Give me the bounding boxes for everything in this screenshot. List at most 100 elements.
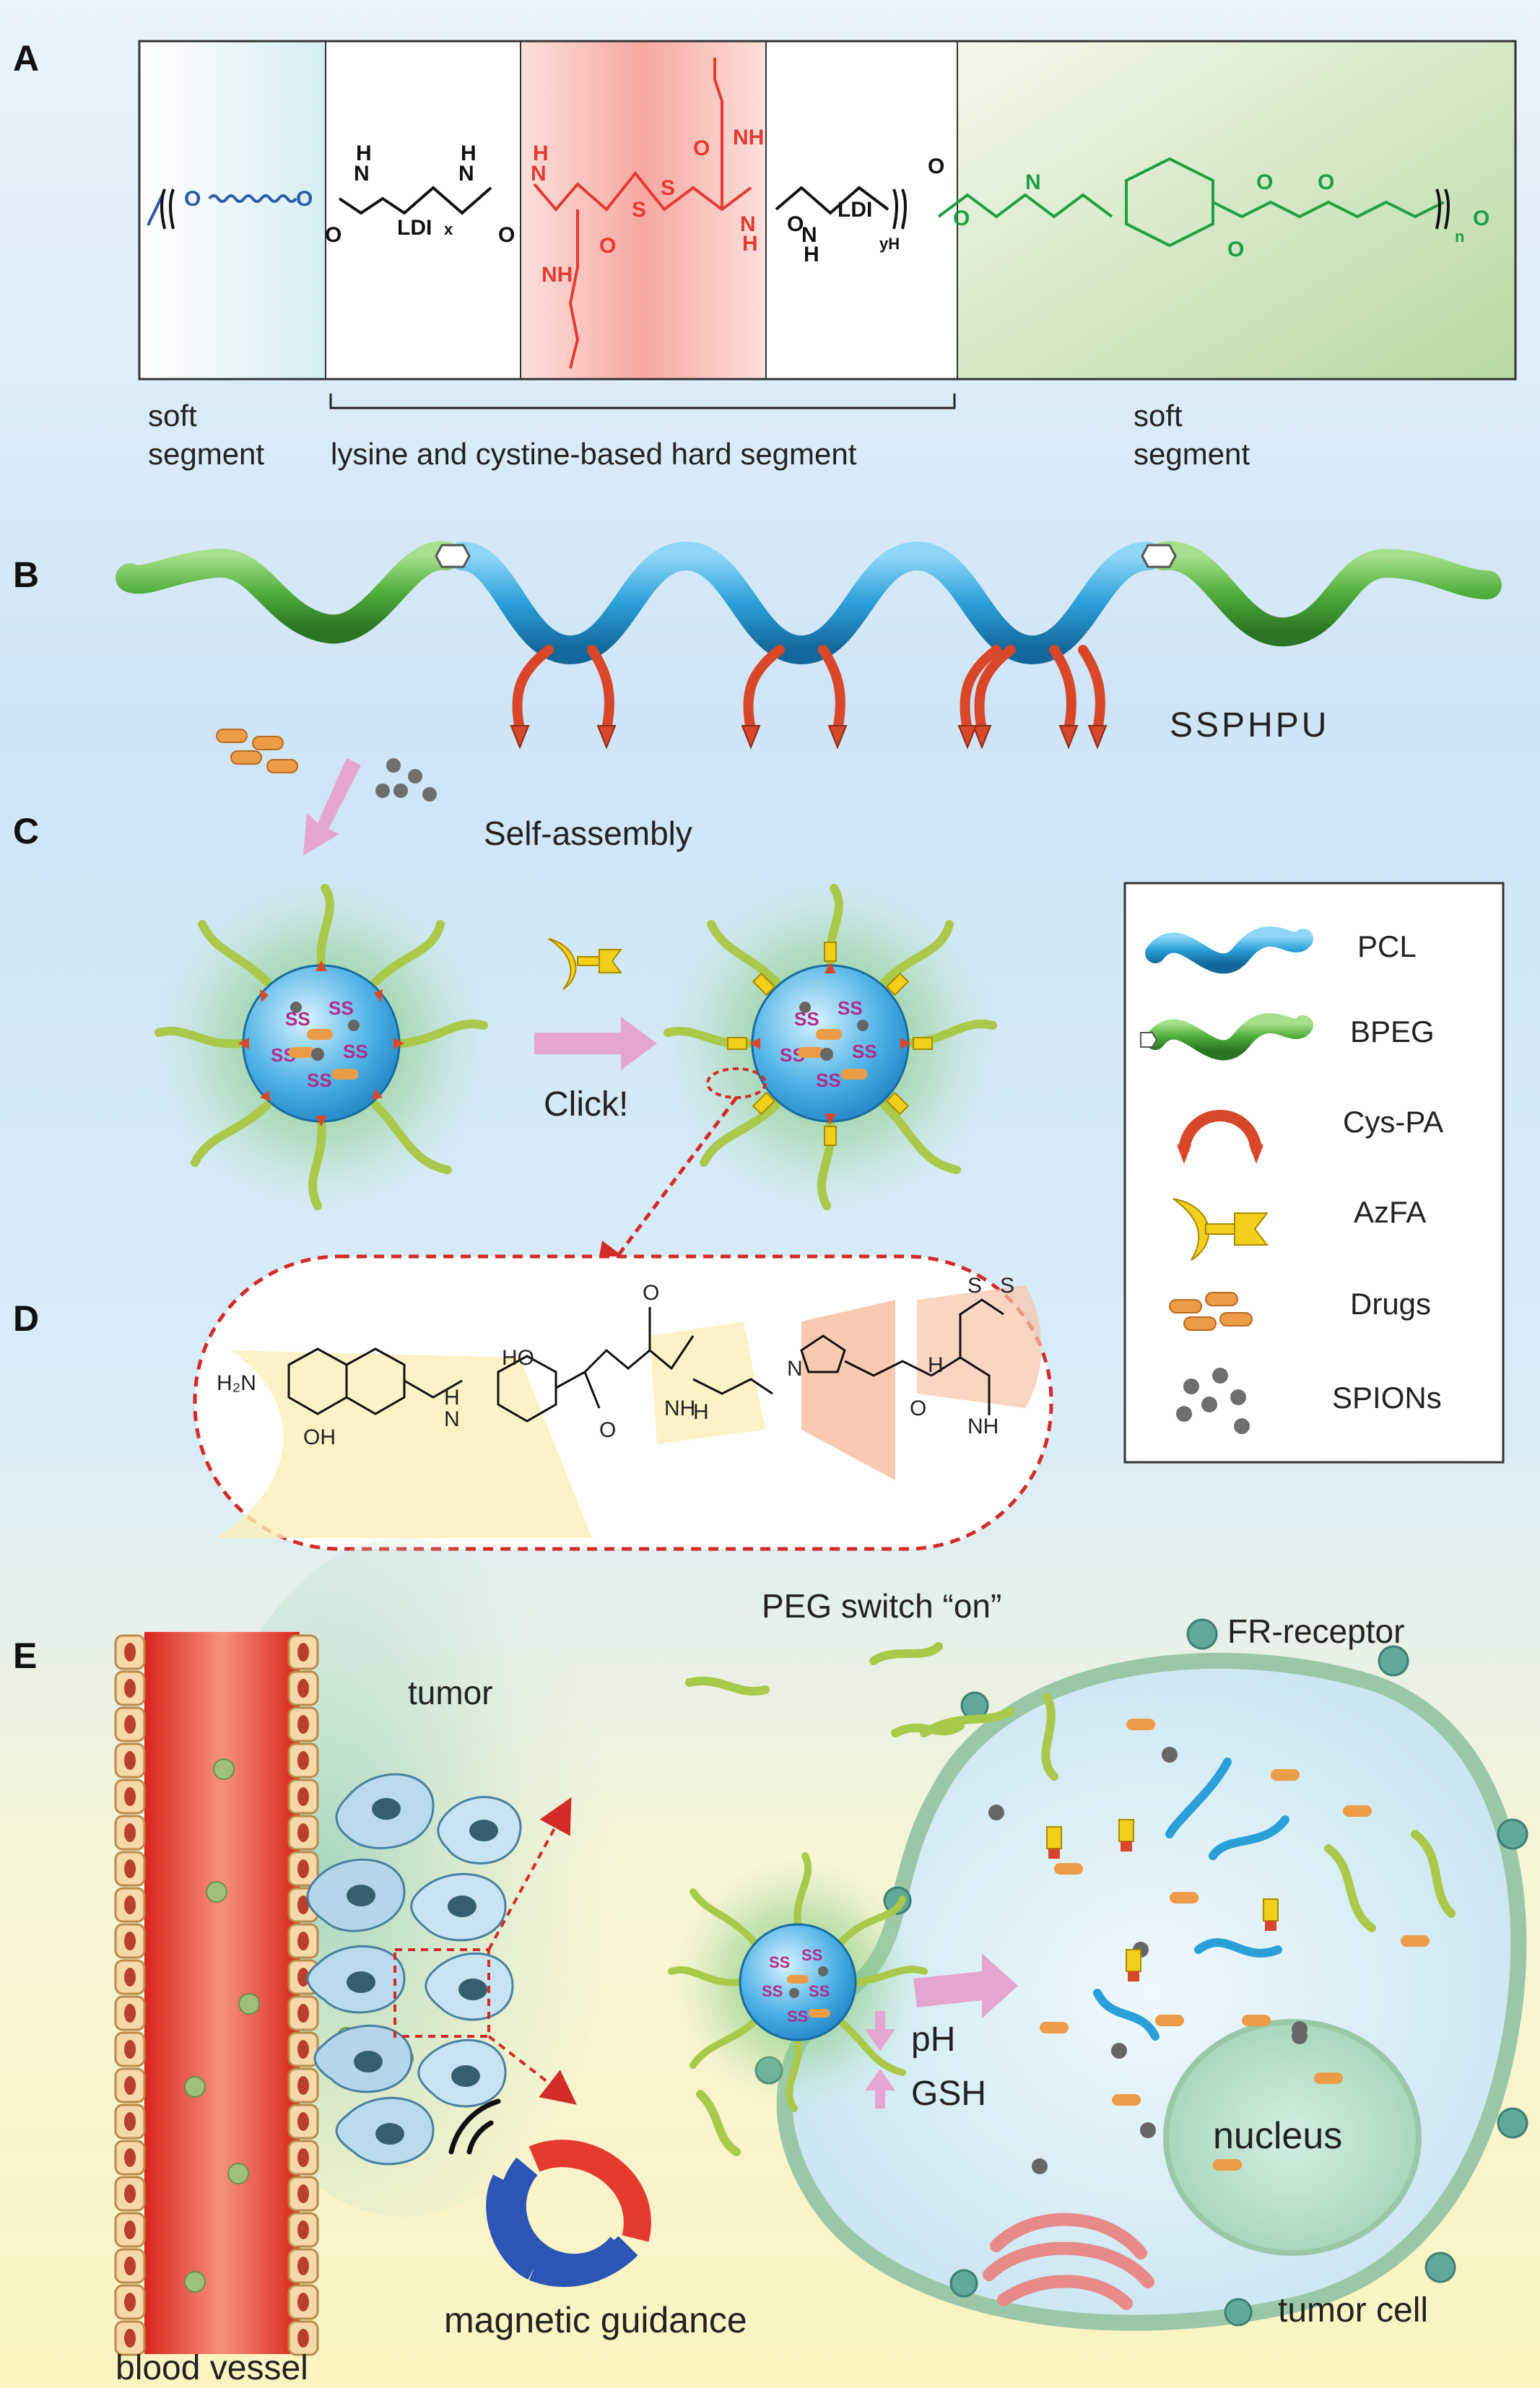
zoom-arrow-up bbox=[487, 1797, 572, 1950]
endothelial-nucleus bbox=[124, 2220, 136, 2239]
legend-label-azfa: AzFA bbox=[1354, 1195, 1426, 1229]
svg-text:LDI: LDI bbox=[838, 198, 872, 222]
endothelial-nucleus bbox=[297, 2076, 309, 2095]
svg-text:NH: NH bbox=[664, 1397, 695, 1420]
svg-text:N: N bbox=[531, 162, 547, 186]
endothelial-nucleus bbox=[297, 1823, 309, 1842]
endothelial-nucleus bbox=[297, 2112, 309, 2131]
svg-text:SS: SS bbox=[329, 997, 354, 1019]
tumor-label: tumor bbox=[408, 1674, 493, 1711]
bpeg-left-chain bbox=[116, 541, 461, 644]
endothelial-nucleus bbox=[124, 1643, 136, 1662]
svg-text:NH: NH bbox=[733, 126, 764, 149]
endothelial-nucleus bbox=[124, 2184, 136, 2203]
endothelial-nucleus bbox=[297, 2184, 309, 2203]
svg-text:H: H bbox=[533, 142, 549, 165]
self-assembly-label: Self-assembly bbox=[484, 815, 692, 852]
pcl-backbone bbox=[448, 541, 1162, 665]
magnetic-guidance-label: magnetic guidance bbox=[444, 2300, 747, 2340]
azfa-icon bbox=[1173, 1198, 1269, 1261]
svg-text:O: O bbox=[1256, 170, 1273, 194]
panel-b: B SSPHPU bbox=[13, 541, 1502, 750]
fr-receptor-label: FR-receptor bbox=[1227, 1612, 1404, 1650]
svg-text:O: O bbox=[693, 136, 710, 160]
endothelial-nucleus bbox=[297, 1896, 309, 1914]
svg-text:O: O bbox=[643, 1281, 659, 1305]
bpeg-right-chain bbox=[1149, 541, 1502, 647]
released-contents bbox=[920, 1693, 1456, 2174]
cys-pa-icon bbox=[1177, 1110, 1263, 1164]
ph-down-arrow-icon bbox=[865, 2011, 895, 2051]
endothelial-wall-left bbox=[114, 1634, 146, 2356]
endothelial-nucleus bbox=[124, 2076, 136, 2095]
bpeg-chain-icon bbox=[1145, 1013, 1313, 1061]
pcl-chain-icon bbox=[1145, 926, 1313, 974]
tumor-zoom-box bbox=[393, 1948, 490, 2038]
endothelial-nucleus bbox=[124, 1751, 136, 1770]
endothelial-nucleus bbox=[297, 1968, 309, 1987]
svg-text:SS: SS bbox=[769, 1953, 790, 1971]
legend-label-spions: SPIONs bbox=[1332, 1381, 1442, 1415]
panel-a: A O O bbox=[13, 38, 1517, 471]
polymer-formula bbox=[147, 58, 1450, 369]
endothelial-nucleus bbox=[124, 2257, 136, 2275]
gsh-label: GSH bbox=[911, 2075, 986, 2113]
svg-text:x: x bbox=[444, 220, 453, 238]
svg-text:LDI: LDI bbox=[397, 216, 432, 240]
blood-vessel-label: blood vessel bbox=[116, 2349, 308, 2387]
svg-text:O: O bbox=[325, 223, 342, 247]
svg-text:OH: OH bbox=[303, 1425, 336, 1449]
endothelial-nucleus bbox=[297, 1787, 309, 1806]
endothelial-nucleus bbox=[124, 2040, 136, 2059]
spions-icon-cluster bbox=[375, 758, 437, 802]
legend-label-pcl: PCL bbox=[1357, 929, 1417, 963]
svg-text:SS: SS bbox=[801, 1946, 822, 1964]
svg-text:O: O bbox=[1318, 170, 1334, 194]
panel-d: D H₂N OH HO H N O O N O bbox=[13, 1254, 1053, 1551]
soft-segment-right-box bbox=[957, 41, 1515, 379]
svg-text:SS: SS bbox=[343, 1041, 368, 1062]
endothelial-nucleus bbox=[297, 1715, 309, 1734]
ph-label: pH bbox=[911, 2020, 955, 2059]
svg-text:N: N bbox=[444, 1407, 460, 1431]
endothelial-nucleus bbox=[124, 1859, 136, 1878]
endothelial-wall-right bbox=[287, 1634, 319, 2356]
endothelial-nucleus bbox=[297, 1643, 309, 1662]
gsh-up-arrow-icon bbox=[865, 2069, 895, 2109]
cystine-box bbox=[521, 41, 766, 379]
endothelial-nucleus bbox=[297, 2220, 309, 2239]
svg-text:NH: NH bbox=[541, 263, 573, 287]
endothelial-nucleus bbox=[297, 2329, 309, 2348]
svg-text:SS: SS bbox=[762, 1982, 783, 2000]
endothelial-nucleus bbox=[297, 2257, 309, 2275]
legend-label-cys-pa: Cys-PA bbox=[1343, 1105, 1443, 1139]
endothelial-nucleus bbox=[297, 2148, 309, 2167]
panel-a-frame bbox=[138, 40, 1517, 381]
panel-letter-c: C bbox=[13, 811, 39, 851]
svg-text:O: O bbox=[928, 155, 944, 178]
endothelial-nucleus bbox=[297, 1932, 309, 1950]
svg-text:SS: SS bbox=[816, 1069, 841, 1091]
endothelial-nucleus bbox=[124, 1715, 136, 1734]
shed-peg-chains bbox=[685, 1642, 965, 2156]
svg-text:O: O bbox=[1227, 238, 1244, 261]
svg-text:SS: SS bbox=[852, 1041, 877, 1062]
endothelial-nucleus bbox=[124, 1787, 136, 1806]
folate-linker-structure bbox=[287, 1298, 1004, 1423]
endothelial-nucleus bbox=[297, 1859, 309, 1878]
endothelial-nucleus bbox=[124, 2293, 136, 2311]
svg-text:SS: SS bbox=[307, 1069, 332, 1091]
legend-label-drugs: Drugs bbox=[1350, 1287, 1431, 1321]
panel-letter-b: B bbox=[13, 555, 39, 595]
panel-letter-d: D bbox=[13, 1298, 39, 1339]
svg-text:S: S bbox=[1000, 1274, 1014, 1298]
assembly-arrow-icon bbox=[303, 758, 361, 856]
zoom-arrow bbox=[593, 1096, 738, 1288]
svg-text:O: O bbox=[910, 1397, 926, 1420]
magnet-icon bbox=[448, 2098, 651, 2287]
hard-segment-label: lysine and cystine-based hard segment bbox=[331, 437, 857, 471]
svg-text:H: H bbox=[693, 1400, 709, 1424]
soft-label-right-2: segment bbox=[1134, 437, 1250, 471]
endothelial-nucleus bbox=[124, 2004, 136, 2023]
